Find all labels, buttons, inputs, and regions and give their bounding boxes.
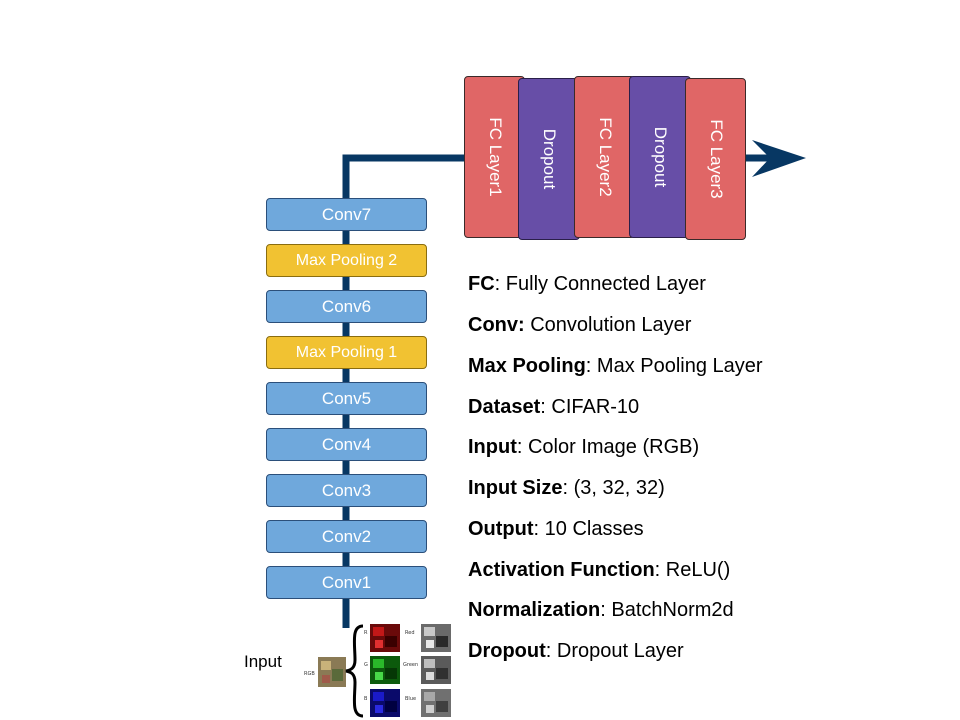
red-gray-caption: Red <box>405 630 415 636</box>
fc-layer2-block: FC Layer2 <box>574 76 635 238</box>
legend-item-dropout: Dropout: Dropout Layer <box>468 640 684 662</box>
max-pooling-1-layer: Max Pooling 1 <box>266 336 427 369</box>
legend-item-input-size: Input Size: (3, 32, 32) <box>468 477 665 499</box>
conv4-layer: Conv4 <box>266 428 427 461</box>
fc-layer1-block: FC Layer1 <box>464 76 525 238</box>
legend-item-input: Input: Color Image (RGB) <box>468 436 700 458</box>
fc-layer1-label: FC Layer1 <box>485 117 505 197</box>
green-grayscale-thumbnail <box>421 656 451 684</box>
fc-layer3-block: FC Layer3 <box>685 78 746 240</box>
legend-item-fc: FC: Fully Connected Layer <box>468 273 706 295</box>
legend-item-normalization: Normalization: BatchNorm2d <box>468 599 734 621</box>
channel-split-brace <box>345 624 364 718</box>
fc-layer3-label: FC Layer3 <box>706 119 726 199</box>
red-grayscale-thumbnail <box>421 624 451 652</box>
output-arrowhead <box>752 140 806 177</box>
input-label: Input <box>244 652 282 671</box>
dropout-block-1: Dropout <box>518 78 580 240</box>
legend-item-activation: Activation Function: ReLU() <box>468 559 731 581</box>
dropout-1-label: Dropout <box>540 128 559 190</box>
blue-channel-thumbnail <box>370 689 400 717</box>
conv7-layer: Conv7 <box>266 198 427 231</box>
g-channel-caption: G <box>364 662 368 668</box>
r-channel-caption: R <box>364 630 368 636</box>
legend-item-max-pooling: Max Pooling: Max Pooling Layer <box>468 355 763 377</box>
blue-grayscale-thumbnail <box>421 689 451 717</box>
blue-gray-caption: Blue <box>405 696 417 702</box>
rgb-image-thumbnail <box>318 657 346 687</box>
red-channel-thumbnail <box>370 624 400 652</box>
green-gray-caption: Green <box>403 662 419 668</box>
conv5-layer: Conv5 <box>266 382 427 415</box>
conv1-layer: Conv1 <box>266 566 427 599</box>
dropout-block-2: Dropout <box>629 76 691 238</box>
legend-item-conv: Conv: Convolution Layer <box>468 314 692 336</box>
rgb-caption: RGB <box>304 671 315 677</box>
fc-layer2-label: FC Layer2 <box>595 117 615 197</box>
conv2-layer: Conv2 <box>266 520 427 553</box>
conv6-layer: Conv6 <box>266 290 427 323</box>
green-channel-thumbnail <box>370 656 400 684</box>
legend-item-output: Output: 10 Classes <box>468 518 644 540</box>
b-channel-caption: B <box>364 696 368 702</box>
legend-item-dataset: Dataset: CIFAR-10 <box>468 396 640 418</box>
max-pooling-2-layer: Max Pooling 2 <box>266 244 427 277</box>
conv3-layer: Conv3 <box>266 474 427 507</box>
dropout-2-label: Dropout <box>651 126 670 188</box>
